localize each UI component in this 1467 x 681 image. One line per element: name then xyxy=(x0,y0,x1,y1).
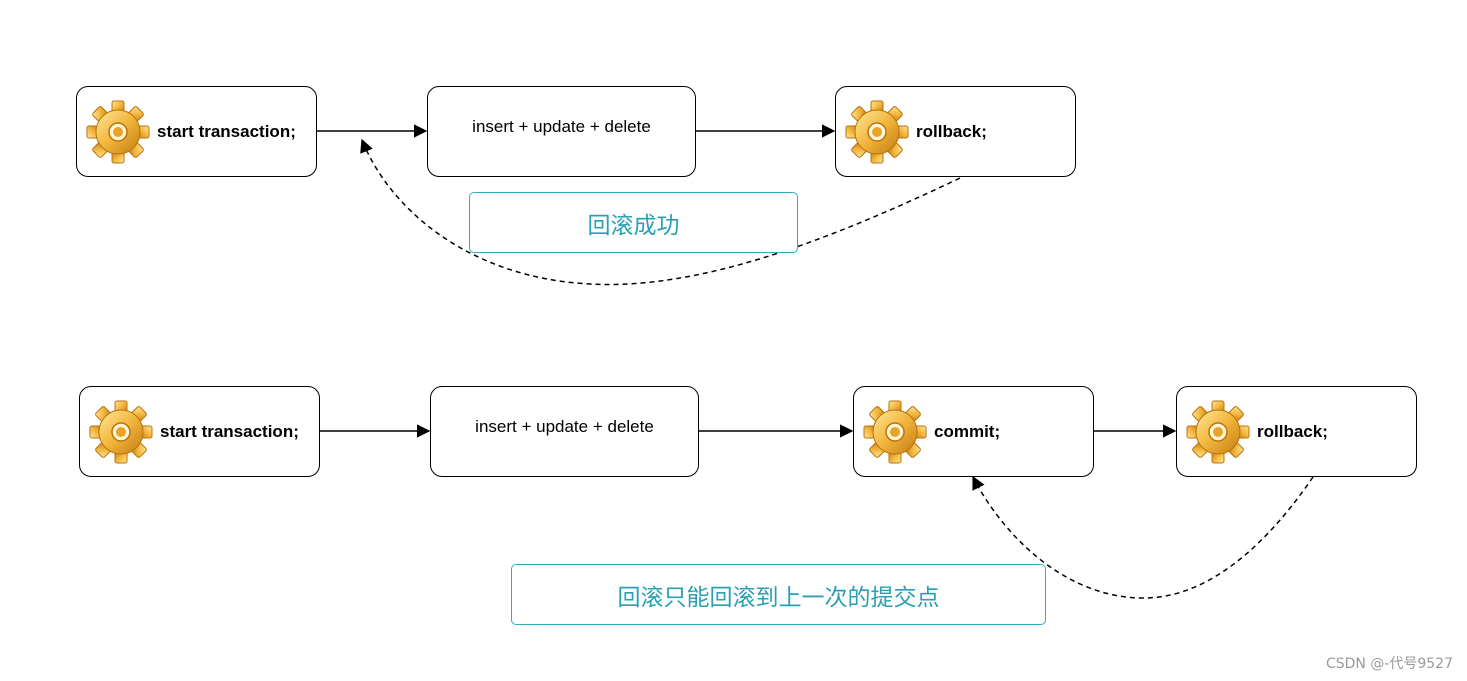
gear-icon xyxy=(844,99,910,165)
dml-ops-label-2: insert + update + delete xyxy=(475,417,654,436)
gear-icon xyxy=(88,399,154,465)
gear-icon xyxy=(1185,399,1251,465)
rollback-label-1: rollback; xyxy=(916,121,987,141)
rollback-dashed-arrow-1 xyxy=(360,138,961,286)
start-transaction-label-1: start transaction; xyxy=(157,121,296,141)
watermark: CSDN @-代号9527 xyxy=(1325,656,1453,672)
rollback-to-last-commit-note: 回滚只能回滚到上一次的提交点 xyxy=(511,564,1046,625)
commit-node-2: commit; xyxy=(853,386,1094,477)
start-transaction-label-2: start transaction; xyxy=(160,421,299,441)
rollback-node-1: rollback; xyxy=(835,86,1076,177)
dml-ops-label-1: insert + update + delete xyxy=(472,117,651,136)
gear-icon xyxy=(862,399,928,465)
rollback-node-2: rollback; xyxy=(1176,386,1417,477)
rollback-dashed-arrow-2 xyxy=(972,475,1314,599)
start-transaction-node-2: start transaction; xyxy=(79,386,320,477)
rollback-success-note: 回滚成功 xyxy=(469,192,798,253)
dml-ops-node-1: insert + update + delete xyxy=(427,86,696,177)
gear-icon xyxy=(85,99,151,165)
commit-label-2: commit; xyxy=(934,421,1001,441)
start-transaction-node-1: start transaction; xyxy=(76,86,317,177)
rollback-label-2: rollback; xyxy=(1257,421,1328,441)
dml-ops-node-2: insert + update + delete xyxy=(430,386,699,477)
